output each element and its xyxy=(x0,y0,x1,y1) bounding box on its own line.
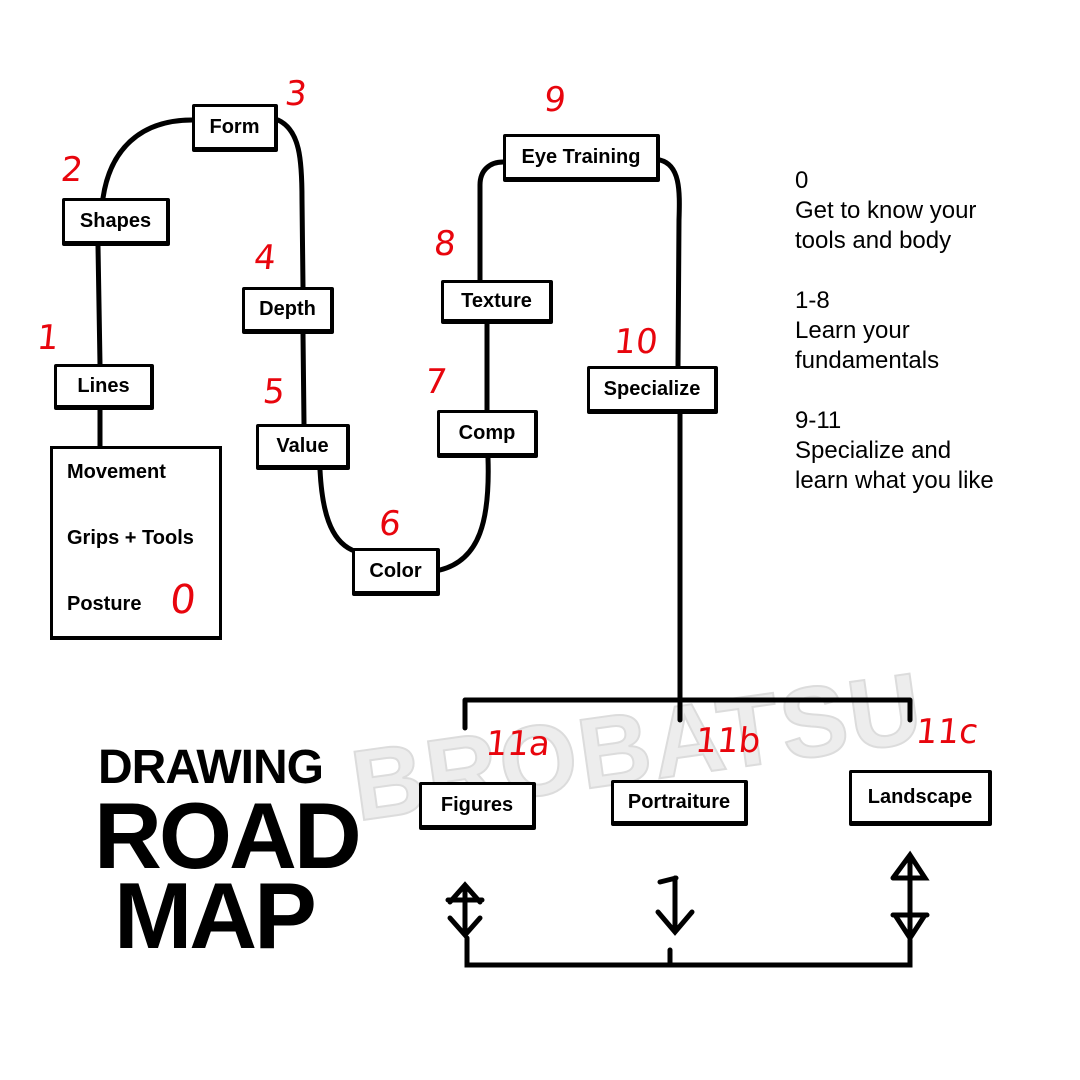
node-depth: Depth xyxy=(242,287,334,334)
connector-form-depth xyxy=(275,117,306,290)
node-texture: Texture xyxy=(441,280,553,324)
connector-shapes-lines xyxy=(95,243,103,367)
step-number-8: 8 xyxy=(432,224,458,264)
connector-eye-specialize xyxy=(657,157,682,369)
node-shapes: Shapes xyxy=(62,198,170,246)
step-number-11a: 11a xyxy=(483,724,553,764)
title-map: MAP xyxy=(114,863,317,968)
step-number-11c: 11c xyxy=(913,712,981,752)
node-landscape: Landscape xyxy=(849,770,992,826)
connector-value-color xyxy=(317,467,355,553)
node-specialize: Specialize xyxy=(587,366,718,414)
node-form: Form xyxy=(192,104,278,152)
step-number-5: 5 xyxy=(261,372,287,412)
branch-bar xyxy=(462,697,913,731)
connector-texture-eye xyxy=(477,159,506,283)
pre-item-movement: Movement xyxy=(67,461,166,483)
step-number-2: 2 xyxy=(59,150,85,190)
double-arrow-figures xyxy=(445,881,485,939)
bottom-bar xyxy=(464,935,913,968)
prerequisite-box: Movement Grips + Tools Posture xyxy=(50,446,222,640)
step-number-7: 7 xyxy=(423,362,449,402)
node-value: Value xyxy=(256,424,350,470)
connector-color-comp xyxy=(437,455,491,573)
step-number-11b: 11b xyxy=(693,721,763,761)
node-comp: Comp xyxy=(437,410,538,458)
title-drawing: DRAWING xyxy=(98,741,324,794)
step-number-9: 9 xyxy=(542,80,568,120)
step-number-10: 10 xyxy=(612,322,660,362)
title-road: ROAD xyxy=(94,783,362,888)
step-number-1: 1 xyxy=(35,318,61,358)
step-number-6: 6 xyxy=(377,504,403,544)
connector-shapes-form xyxy=(100,117,195,201)
step-number-4: 4 xyxy=(252,238,278,278)
connector-depth-value xyxy=(300,331,307,427)
double-arrow-portraiture xyxy=(655,875,695,936)
node-eye-training: Eye Training xyxy=(503,134,660,182)
double-arrow-landscape xyxy=(890,850,930,943)
node-lines: Lines xyxy=(54,364,154,410)
node-figures: Figures xyxy=(419,782,536,830)
step-number-3: 3 xyxy=(283,74,309,114)
node-color: Color xyxy=(352,548,440,596)
step-number-0: 0 xyxy=(167,577,199,623)
pre-item-grips-tools: Grips + Tools xyxy=(67,527,194,549)
pre-item-posture: Posture xyxy=(67,593,142,615)
node-portraiture: Portraiture xyxy=(611,780,748,826)
